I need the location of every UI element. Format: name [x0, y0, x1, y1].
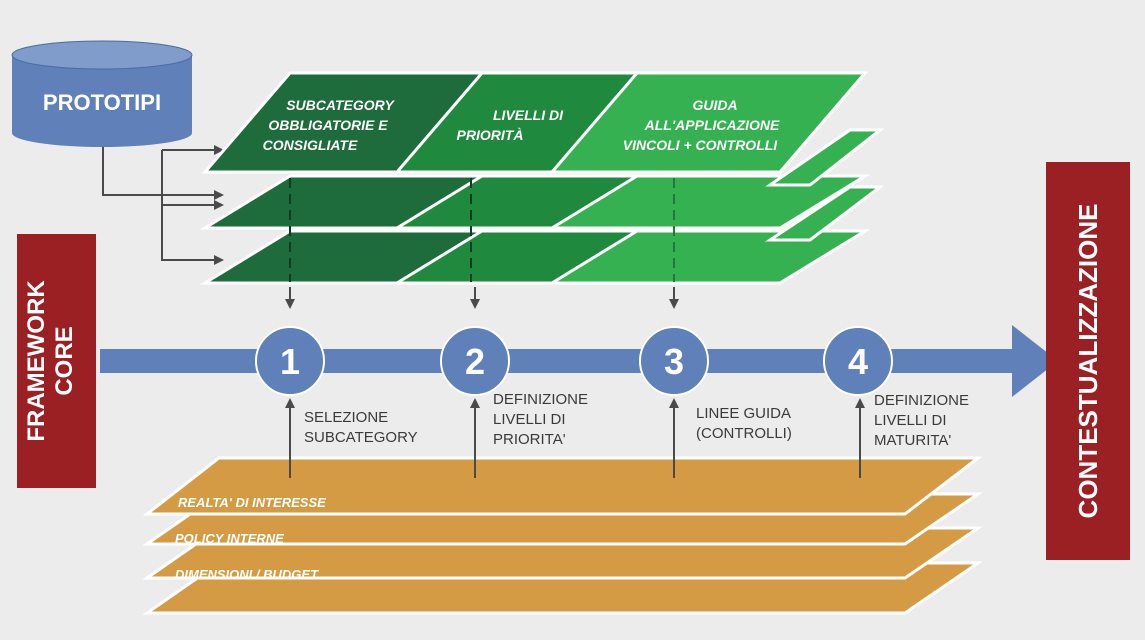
- step-4-label-line2: LIVELLI DI: [874, 412, 947, 429]
- step-4: 4: [823, 326, 893, 396]
- livelli-title-line2: PRIORITÀ: [457, 127, 524, 143]
- green-layers: SUBCATEGORY OBBLIGATORIE E CONSIGLIATE L…: [199, 71, 885, 285]
- subcategory-title-line3: CONSIGLIATE: [263, 137, 358, 153]
- guida-layer-1: [548, 71, 869, 174]
- input-label-4: ......: [175, 602, 197, 617]
- step-1: 1: [255, 326, 325, 396]
- step-2: 2: [440, 326, 510, 396]
- step-3: 3: [639, 326, 709, 396]
- contestualizzazione-label: CONTESTUALIZZAZIONE: [1073, 204, 1103, 519]
- input-label-1: REALTA' DI INTERESSE: [178, 495, 326, 510]
- guida-title-line3: VINCOLI + CONTROLLI: [623, 137, 779, 153]
- step-2-number: 2: [465, 341, 485, 382]
- layer-to-step-arrows: [285, 287, 679, 309]
- framework-core-line2: CORE: [51, 326, 78, 395]
- input-label-3: DIMENSIONI / BUDGET: [175, 567, 319, 582]
- guida-layer-3: [546, 229, 871, 285]
- step-3-label-line2: (CONTROLLI): [696, 425, 792, 442]
- step-2-label-line3: PRIORITA': [493, 431, 566, 448]
- subcategory-title-line1: SUBCATEGORY: [286, 97, 395, 113]
- step-2-label-line2: LIVELLI DI: [493, 411, 566, 428]
- prototipi-label: PROTOTIPI: [43, 90, 161, 115]
- input-label-2: POLICY INTERNE: [175, 531, 284, 546]
- input-to-step-arrows: [285, 398, 865, 478]
- framework-core-line1: FRAMEWORK: [23, 280, 50, 442]
- guida-layer-2-edge: [765, 128, 885, 187]
- livelli-title-line1: LIVELLI DI: [493, 107, 564, 123]
- guida-layer-3-edge: [765, 185, 885, 242]
- step-1-number: 1: [280, 341, 300, 382]
- layer-dashed-lines: [289, 178, 472, 282]
- guida-title-line1: GUIDA: [692, 97, 737, 113]
- step-circles: 1 2 3 4: [255, 326, 893, 396]
- framework-core-box: FRAMEWORK CORE: [17, 234, 96, 488]
- prototipi-connectors: [102, 145, 224, 265]
- step-4-label-line3: MATURITA': [874, 432, 951, 449]
- main-flow-arrow: [100, 325, 1058, 397]
- guida-title-line2: ALL'APPLICAZIONE: [644, 117, 780, 133]
- step-1-label-line1: SELEZIONE: [304, 409, 388, 426]
- prototipi-database: PROTOTIPI: [11, 40, 193, 147]
- step-4-label-line1: DEFINIZIONE: [874, 392, 969, 409]
- contestualizzazione-box: CONTESTUALIZZAZIONE: [1046, 162, 1130, 560]
- subcategory-title-line2: OBBLIGATORIE E: [268, 117, 388, 133]
- step-1-label-line2: SUBCATEGORY: [304, 429, 418, 446]
- step-2-label-line1: DEFINIZIONE: [493, 391, 588, 408]
- input-layers: REALTA' DI INTERESSE POLICY INTERNE DIME…: [142, 456, 983, 617]
- guida-layer-2: [546, 174, 871, 230]
- step-labels: SELEZIONE SUBCATEGORY DEFINIZIONE LIVELL…: [304, 391, 969, 449]
- step-4-number: 4: [848, 341, 868, 382]
- step-3-number: 3: [664, 341, 684, 382]
- step-3-label-line1: LINEE GUIDA: [696, 405, 791, 422]
- input-layer-1: [142, 456, 983, 516]
